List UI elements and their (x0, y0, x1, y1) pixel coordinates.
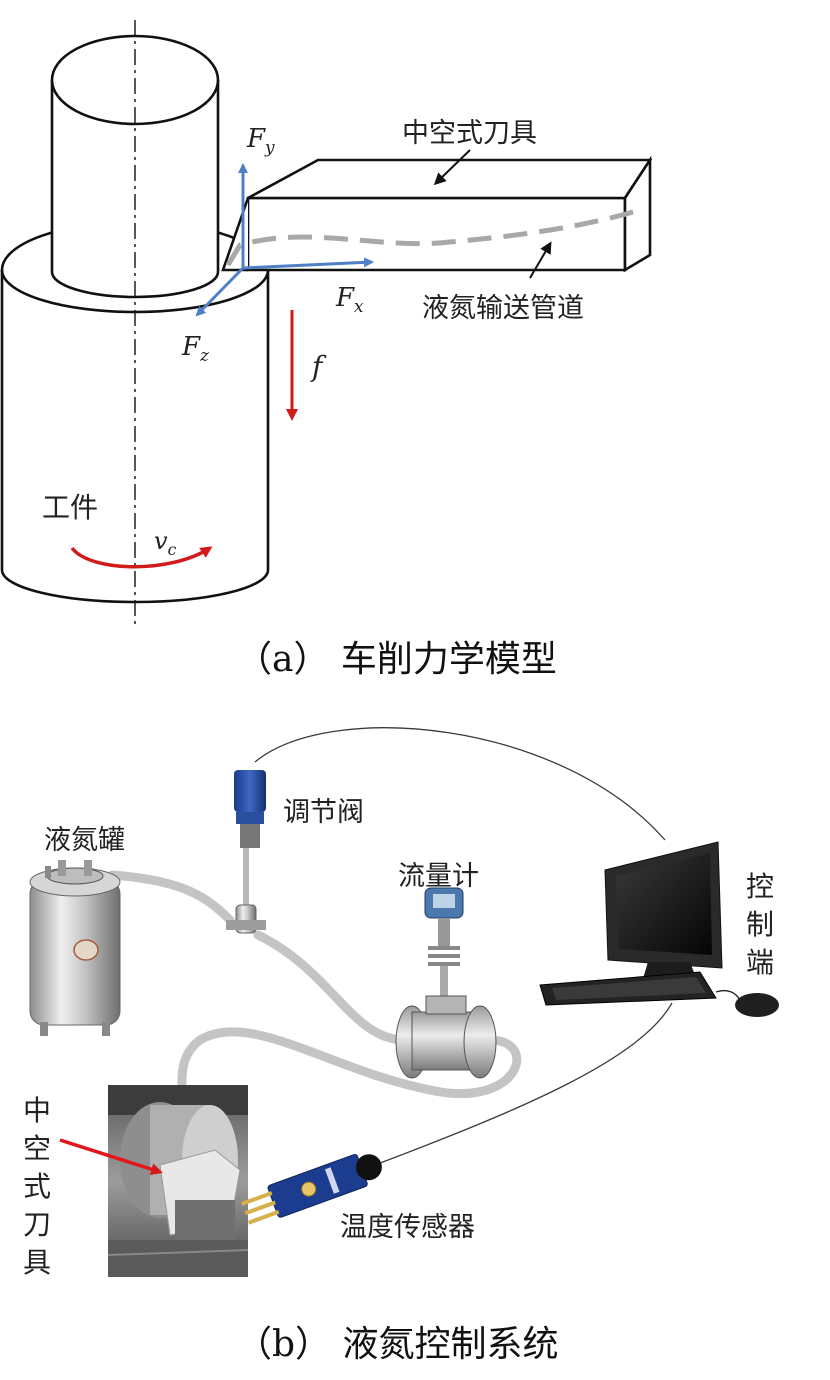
fx-arrow (242, 257, 374, 270)
signal-wires (254, 727, 673, 1166)
sensor-label: 温度传感器 (340, 1212, 475, 1243)
fx-label: Fx (336, 283, 364, 317)
tool-photo-label: 中 空 式 刀 具 (22, 1094, 51, 1279)
fy-label: Fy (247, 124, 275, 158)
feed-label: f (312, 350, 323, 383)
nitrogen-pipe-dashed (225, 207, 641, 267)
tool-photo (107, 1085, 249, 1277)
tool-top-face (247, 158, 653, 200)
workpiece-label: 工件 (42, 491, 99, 524)
controller-label: 控 制 端 (745, 870, 774, 979)
tool-front-face (246, 196, 627, 272)
temperature-sensor-image (241, 1153, 382, 1225)
tool-photo-pointer-arrow (59, 1138, 163, 1175)
flowmeter-label: 流量计 (398, 861, 479, 892)
caption-b: （b） 液氮控制系统 (236, 1324, 559, 1365)
computer-image (539, 841, 779, 1017)
hose-tank-to-valve (107, 870, 235, 925)
flowmeter-image (395, 887, 497, 1079)
valve-control-wire (254, 727, 666, 841)
fz-label: Fz (182, 332, 209, 366)
cutting-speed-arrow (70, 546, 213, 569)
caption-a: （a） 车削力学模型 (236, 639, 557, 680)
cutting-speed-label: vc (154, 527, 177, 559)
fz-arrow (195, 266, 245, 317)
sensor-control-wire (374, 1002, 673, 1166)
panel-a-drawing (0, 34, 653, 604)
hose-valve-to-flowmeter (253, 930, 405, 1045)
tool-label: 中空式刀具 (402, 118, 537, 149)
tank-label: 液氮罐 (44, 825, 125, 856)
nitrogen-tank-image (29, 860, 121, 1036)
tool-side-face (623, 155, 652, 273)
valve-label: 调节阀 (283, 797, 364, 828)
tool-leader-arrow (433, 149, 471, 186)
pipe-label: 液氮输送管道 (422, 293, 584, 324)
hose-flowmeter-to-tool (177, 1027, 522, 1100)
nitrogen-hoses (107, 870, 522, 1100)
force-arrows (195, 163, 374, 317)
control-valve-image (226, 770, 266, 934)
pipe-leader-arrow (529, 241, 552, 279)
